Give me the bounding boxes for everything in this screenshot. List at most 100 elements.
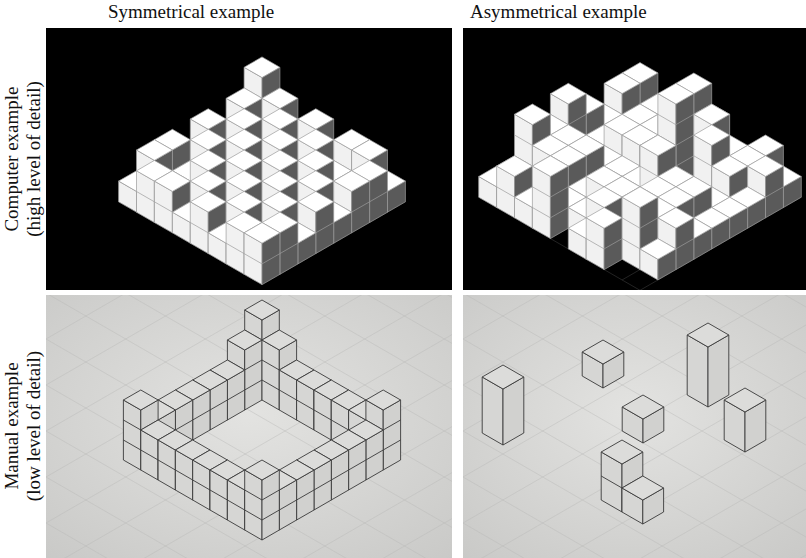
cube-top-face xyxy=(190,150,226,171)
cube-division-line xyxy=(245,510,280,520)
cube-top-face xyxy=(748,156,784,177)
panel-drawing xyxy=(46,295,452,558)
paper-grid-line xyxy=(463,325,806,523)
floor-grid-line xyxy=(586,135,747,228)
cube-left-face xyxy=(622,197,640,269)
paper-panel xyxy=(463,295,806,558)
floor-grid-line xyxy=(604,176,765,269)
black-panel xyxy=(46,28,452,290)
cube-right-face xyxy=(383,400,400,470)
cube-top-face xyxy=(262,150,298,171)
paper-grid-line xyxy=(46,295,452,481)
cube-top-face xyxy=(227,330,262,350)
cube-top-face xyxy=(352,140,388,161)
cube-top-face xyxy=(262,129,298,150)
cube-top-face xyxy=(640,239,676,260)
row-heading: Manual example (low level of detail) xyxy=(1,350,45,502)
cube-top-face xyxy=(245,460,280,480)
paper-grid-line xyxy=(46,339,452,558)
cube-top-face xyxy=(262,88,298,109)
cube-top-face xyxy=(262,171,298,192)
cube-top-face xyxy=(622,395,664,419)
cube-top-face xyxy=(334,171,370,192)
cube-top-face xyxy=(262,191,298,212)
paper-grid-line xyxy=(463,295,806,353)
cube-top-face xyxy=(586,208,622,229)
cube-division-line xyxy=(244,254,280,264)
panel-drawing xyxy=(463,295,806,558)
floor-grid-line xyxy=(190,160,333,243)
cube-top-face xyxy=(298,191,334,212)
cube-top-face xyxy=(640,135,676,156)
paper-grid-line xyxy=(46,295,452,477)
cube-top-face xyxy=(482,365,524,389)
cube-left-face xyxy=(532,166,550,238)
paper-grid-line xyxy=(46,335,452,558)
cube-top-face xyxy=(298,171,334,192)
paper-grid-line xyxy=(463,295,806,307)
cube-top-face xyxy=(244,223,280,244)
row-heading: Computer example (high level of detail) xyxy=(1,81,45,237)
paper-grid-line xyxy=(463,523,806,558)
cube-top-face xyxy=(694,125,730,146)
cube-division-line xyxy=(245,490,280,500)
cube-division-line xyxy=(658,114,694,124)
cube-top-face xyxy=(226,129,262,150)
cube-top-face xyxy=(298,109,334,130)
column-heading: Symmetrical example xyxy=(108,1,274,23)
floor-grid-line xyxy=(497,187,658,280)
cube-top-face xyxy=(154,171,190,192)
cube-top-face xyxy=(137,140,173,161)
cube-right-face xyxy=(245,340,262,410)
panel-drawing xyxy=(479,63,802,290)
cube-top-face xyxy=(244,57,280,78)
paper-grid-line xyxy=(463,477,806,558)
cube-top-face xyxy=(550,83,586,104)
floor-grid-line xyxy=(622,187,783,280)
floor-grid-line xyxy=(137,191,280,274)
cube-right-face xyxy=(708,335,729,407)
cube-top-face xyxy=(712,156,748,177)
cube-top-face xyxy=(262,330,297,350)
cube-top-face xyxy=(298,129,334,150)
cube-top-face xyxy=(123,390,158,410)
cube-division-line xyxy=(586,239,622,249)
paper-grid-line xyxy=(463,555,806,558)
floor-grid-line xyxy=(244,191,387,274)
cube-left-face xyxy=(245,470,262,540)
cube-top-face xyxy=(601,440,643,464)
cube-right-face xyxy=(262,470,279,540)
cube-top-face xyxy=(532,156,568,177)
cube-right-face xyxy=(550,166,568,238)
cube-top-face xyxy=(226,191,262,212)
cube-division-line xyxy=(532,208,568,218)
cube-left-face xyxy=(262,340,279,410)
cube-top-face xyxy=(586,187,622,208)
cube-top-face xyxy=(622,187,658,208)
floor-grid-line xyxy=(190,160,333,243)
cube-left-face xyxy=(687,335,708,407)
paper-panel xyxy=(46,295,452,558)
cube-top-face xyxy=(497,156,533,177)
cube-top-face xyxy=(190,191,226,212)
cube-top-face xyxy=(687,323,729,347)
cube-top-face xyxy=(226,88,262,109)
cube-top-face xyxy=(694,104,730,125)
paper-grid-line xyxy=(46,295,452,297)
floor-grid-line xyxy=(586,166,747,259)
cube-division-line xyxy=(622,218,658,228)
paper-grid-line xyxy=(463,295,806,339)
cube-top-face xyxy=(366,390,401,410)
cube-top-face xyxy=(190,129,226,150)
cube-top-face xyxy=(226,150,262,171)
cube-division-line xyxy=(532,187,568,197)
cube-top-face xyxy=(190,109,226,130)
cube-top-face xyxy=(298,150,334,171)
cube-top-face xyxy=(226,171,262,192)
cube-top-face xyxy=(190,171,226,192)
cube-top-face xyxy=(515,104,551,125)
cube-left-face xyxy=(123,400,140,470)
cube-top-face xyxy=(262,109,298,130)
paper-grid-line xyxy=(463,295,806,477)
